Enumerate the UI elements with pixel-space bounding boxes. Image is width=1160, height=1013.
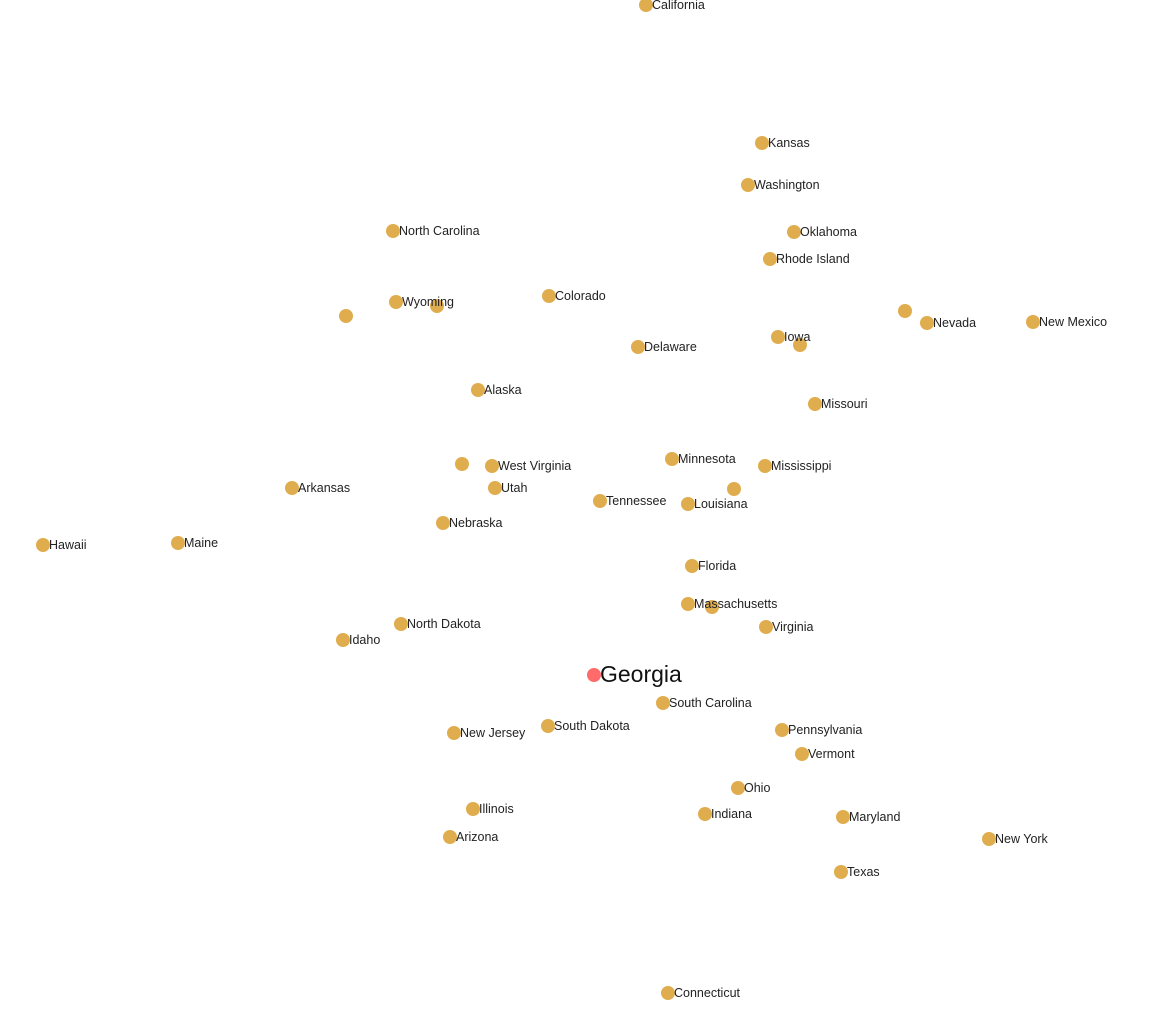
point-label: Ohio: [744, 781, 770, 795]
point-north-dakota[interactable]: [394, 617, 408, 631]
point-virginia[interactable]: [759, 620, 773, 634]
point-label: Rhode Island: [776, 252, 850, 266]
point-oklahoma[interactable]: [787, 225, 801, 239]
point-unlabeled-9[interactable]: [339, 309, 353, 323]
point-unlabeled-24[interactable]: [727, 482, 741, 496]
point-nebraska[interactable]: [436, 516, 450, 530]
point-rhode-island[interactable]: [763, 252, 777, 266]
point-ohio[interactable]: [731, 781, 745, 795]
point-new-jersey[interactable]: [447, 726, 461, 740]
point-label: North Carolina: [399, 224, 480, 238]
point-washington[interactable]: [741, 178, 755, 192]
point-unlabeled-18[interactable]: [455, 457, 469, 471]
point-label: North Dakota: [407, 617, 481, 631]
point-label: Arkansas: [298, 481, 350, 495]
point-illinois[interactable]: [466, 802, 480, 816]
point-label: Illinois: [479, 802, 514, 816]
point-indiana[interactable]: [698, 807, 712, 821]
point-label: Massachusetts: [694, 597, 777, 611]
point-south-carolina[interactable]: [656, 696, 670, 710]
point-iowa[interactable]: [771, 330, 785, 344]
point-label: Washington: [754, 178, 820, 192]
point-tennessee[interactable]: [593, 494, 607, 508]
point-label: Georgia: [600, 661, 682, 687]
point-nevada[interactable]: [920, 316, 934, 330]
point-label: Wyoming: [402, 295, 454, 309]
point-label: West Virginia: [498, 459, 571, 473]
point-wyoming[interactable]: [389, 295, 403, 309]
point-label: Maryland: [849, 810, 900, 824]
point-california[interactable]: [639, 0, 653, 12]
point-new-york[interactable]: [982, 832, 996, 846]
point-label: Iowa: [784, 330, 810, 344]
point-arkansas[interactable]: [285, 481, 299, 495]
point-label: Utah: [501, 481, 527, 495]
point-unlabeled-14[interactable]: [793, 338, 807, 352]
point-south-dakota[interactable]: [541, 719, 555, 733]
point-label: New Jersey: [460, 726, 526, 740]
point-label: Texas: [847, 865, 880, 879]
point-colorado[interactable]: [542, 289, 556, 303]
point-label: Colorado: [555, 289, 606, 303]
point-idaho[interactable]: [336, 633, 350, 647]
point-pennsylvania[interactable]: [775, 723, 789, 737]
point-arizona[interactable]: [443, 830, 457, 844]
point-louisiana[interactable]: [681, 497, 695, 511]
point-label: South Dakota: [554, 719, 630, 733]
point-mississippi[interactable]: [758, 459, 772, 473]
point-massachusetts[interactable]: [681, 597, 695, 611]
point-missouri[interactable]: [808, 397, 822, 411]
point-label: Minnesota: [678, 452, 736, 466]
point-label: Nevada: [933, 316, 976, 330]
point-label: California: [652, 0, 705, 12]
point-unlabeled-8[interactable]: [430, 299, 444, 313]
point-maryland[interactable]: [836, 810, 850, 824]
point-utah[interactable]: [488, 481, 502, 495]
point-unlabeled-32[interactable]: [705, 600, 719, 614]
point-hawaii[interactable]: [36, 538, 50, 552]
point-label: Mississippi: [771, 459, 831, 473]
point-west-virginia[interactable]: [485, 459, 499, 473]
point-north-carolina[interactable]: [386, 224, 400, 238]
point-label: Oklahoma: [800, 225, 857, 239]
point-connecticut[interactable]: [661, 986, 675, 1000]
point-maine[interactable]: [171, 536, 185, 550]
point-label: Nebraska: [449, 516, 503, 530]
point-label: Delaware: [644, 340, 697, 354]
point-label: Florida: [698, 559, 736, 573]
point-label: Indiana: [711, 807, 752, 821]
point-unlabeled-10[interactable]: [898, 304, 912, 318]
point-label: Louisiana: [694, 497, 748, 511]
point-label: South Carolina: [669, 696, 752, 710]
point-label: New York: [995, 832, 1049, 846]
point-alaska[interactable]: [471, 383, 485, 397]
point-label: Missouri: [821, 397, 868, 411]
point-label: Alaska: [484, 383, 522, 397]
point-delaware[interactable]: [631, 340, 645, 354]
point-georgia[interactable]: [587, 668, 601, 682]
point-label: Tennessee: [606, 494, 667, 508]
point-kansas[interactable]: [755, 136, 769, 150]
point-label: Kansas: [768, 136, 810, 150]
point-minnesota[interactable]: [665, 452, 679, 466]
point-label: Virginia: [772, 620, 814, 634]
points-layer: [36, 0, 1040, 1000]
point-vermont[interactable]: [795, 747, 809, 761]
point-label: Connecticut: [674, 986, 741, 1000]
point-label: Hawaii: [49, 538, 87, 552]
point-label: Pennsylvania: [788, 723, 862, 737]
point-label: Idaho: [349, 633, 380, 647]
point-label: Vermont: [808, 747, 855, 761]
point-label: Arizona: [456, 830, 498, 844]
point-texas[interactable]: [834, 865, 848, 879]
point-label: Maine: [184, 536, 218, 550]
point-florida[interactable]: [685, 559, 699, 573]
point-label: New Mexico: [1039, 315, 1107, 329]
point-new-mexico[interactable]: [1026, 315, 1040, 329]
